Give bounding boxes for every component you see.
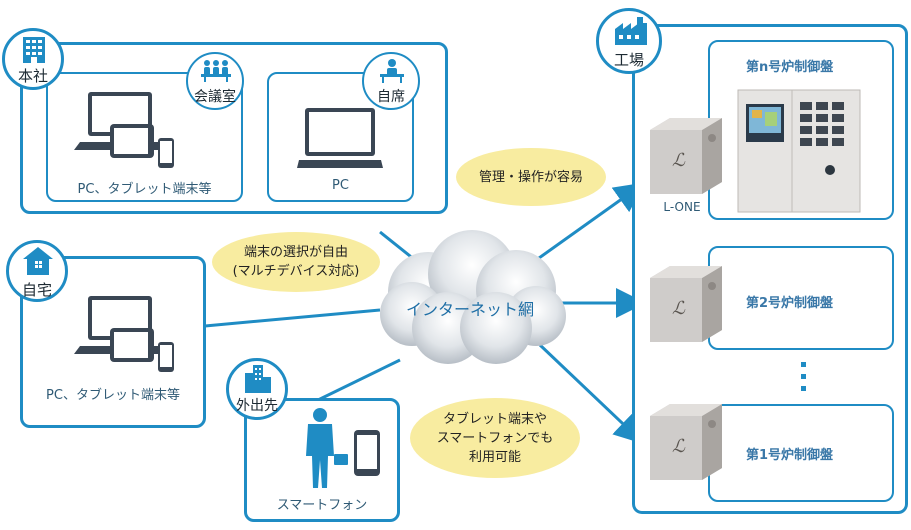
city-buildings-icon bbox=[245, 365, 271, 393]
house-icon bbox=[23, 247, 53, 275]
meeting-icon bbox=[201, 60, 231, 82]
outside-caption: スマートフォン bbox=[276, 498, 368, 513]
l-one-label: L-ONE bbox=[663, 200, 701, 214]
outside-badge: 外出先 bbox=[226, 358, 288, 420]
laptop-tablet-phone-icon bbox=[74, 92, 174, 168]
vertical-ellipsis-icon bbox=[801, 362, 806, 391]
home-caption: PC、タブレット端末等 bbox=[46, 388, 180, 403]
management-bubble: 管理・操作が容易 bbox=[456, 148, 606, 206]
tablet-usage-line-1: タブレット端末や bbox=[442, 411, 547, 427]
tablet-usage-line-2: スマートフォンでも bbox=[436, 430, 554, 446]
factory-label: 工場 bbox=[613, 51, 644, 69]
meeting-room-badge: 会議室 bbox=[186, 52, 244, 110]
tablet-usage-line-3: 利用可能 bbox=[468, 449, 521, 465]
controller-box-middle bbox=[708, 246, 894, 350]
own-desk-caption: PC bbox=[332, 178, 349, 193]
device-choice-line-2: (マルチデバイス対応) bbox=[232, 264, 360, 279]
meeting-room-caption: PC、タブレット端末等 bbox=[77, 182, 212, 197]
controller-label-middle: 第2号炉制御盤 bbox=[746, 296, 834, 311]
l-one-device-image: ℒ bbox=[650, 404, 722, 480]
svg-text:ℒ: ℒ bbox=[672, 150, 686, 171]
businessman-smartphone-icon bbox=[306, 408, 380, 488]
internet-cloud-label: インターネット網 bbox=[405, 300, 534, 319]
laptop-tablet-phone-icon bbox=[74, 296, 174, 372]
desk-person-icon bbox=[380, 59, 404, 83]
own-desk-label: 自席 bbox=[377, 89, 405, 105]
device-choice-bubble: 端末の選択が自由 (マルチデバイス対応) bbox=[212, 232, 380, 292]
controller-label-bottom: 第1号炉制御盤 bbox=[746, 448, 834, 463]
svg-text:ℒ: ℒ bbox=[672, 436, 686, 457]
own-desk-badge: 自席 bbox=[362, 52, 420, 110]
tablet-usage-bubble: タブレット端末や スマートフォンでも 利用可能 bbox=[410, 398, 580, 478]
l-one-device-image: ℒ bbox=[650, 266, 722, 342]
management-line: 管理・操作が容易 bbox=[478, 169, 583, 185]
outside-label: 外出先 bbox=[236, 398, 278, 414]
meeting-room-label: 会議室 bbox=[194, 89, 236, 105]
internet-cloud-image bbox=[380, 230, 566, 364]
office-building-icon bbox=[23, 37, 45, 63]
factory-icon bbox=[615, 17, 647, 45]
factory-badge: 工場 bbox=[596, 8, 662, 74]
hq-label: 本社 bbox=[17, 67, 48, 85]
hq-badge: 本社 bbox=[2, 28, 64, 90]
home-badge: 自宅 bbox=[6, 240, 68, 302]
controller-label-top: 第n号炉制御盤 bbox=[746, 60, 834, 75]
l-one-device-image: ℒ bbox=[650, 118, 722, 194]
device-choice-line-1: 端末の選択が自由 bbox=[243, 245, 348, 260]
controller-box-bottom bbox=[708, 404, 894, 502]
laptop-icon bbox=[297, 108, 383, 168]
svg-text:ℒ: ℒ bbox=[672, 298, 686, 319]
home-label: 自宅 bbox=[21, 281, 52, 299]
control-cabinet-image bbox=[737, 89, 861, 213]
